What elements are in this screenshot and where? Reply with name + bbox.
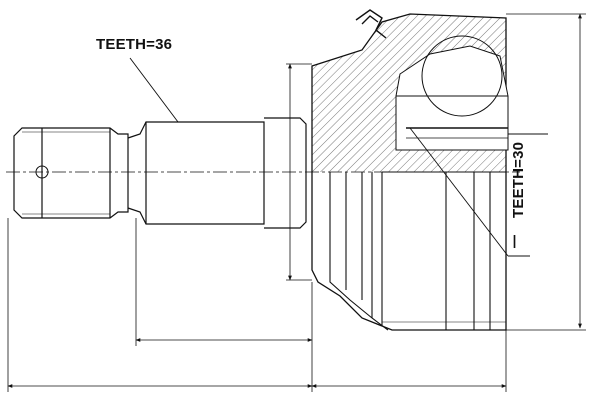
shaft-teeth-label: TEETH=36 — [96, 36, 173, 53]
shaft-teeth-leader — [129, 57, 179, 123]
main-shaft — [127, 117, 307, 229]
housing-lower — [329, 171, 506, 331]
hub-teeth-label: TEETH=30 — [510, 141, 527, 218]
retaining-clip — [355, 9, 387, 39]
bell-housing — [311, 13, 509, 331]
marker-leader — [409, 127, 509, 257]
marker-label: I — [512, 232, 518, 252]
dimension-lines — [7, 13, 586, 392]
shaft-spline — [13, 127, 129, 219]
